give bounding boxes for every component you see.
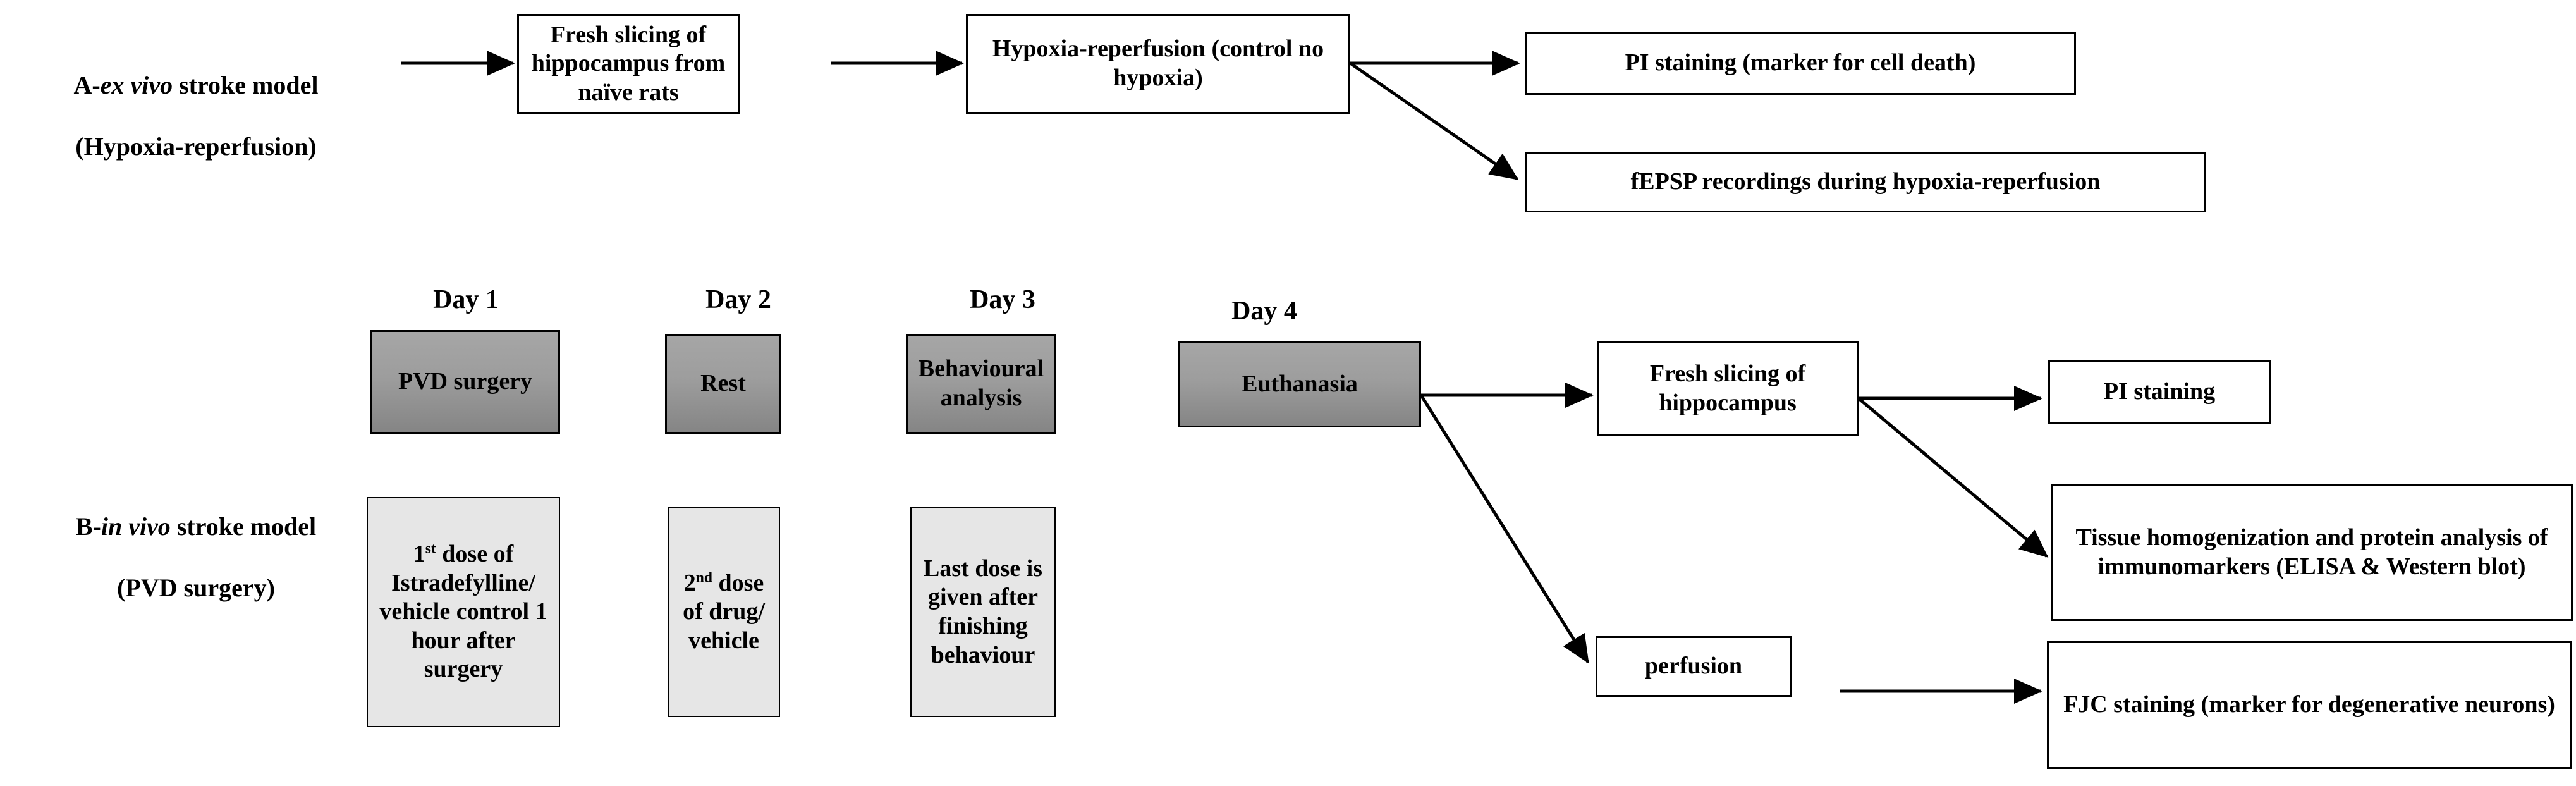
panel-a-italic: ex vivo (100, 70, 173, 99)
node-b-dose-1[interactable]: 1st dose of Istradefylline/ vehicle cont… (367, 497, 560, 727)
node-b-dose-2-label: 2nd dose of drug/ vehicle (674, 569, 774, 656)
node-b-rest[interactable]: Rest (665, 334, 781, 434)
day-label-3: Day 3 (970, 285, 1035, 314)
node-a-fepsp-recordings[interactable]: fEPSP recordings during hypoxia-reperfus… (1525, 152, 2206, 212)
dose-1-suffix: st (425, 540, 436, 557)
arrow-b-euthanasia-to-perfusion (1419, 394, 1590, 664)
dose-1-number: 1 (413, 541, 425, 568)
node-b-dose-3-label: Last dose is given after finishing behav… (924, 555, 1042, 668)
node-b-behavioural-analysis-label: Behavioural analysis (918, 355, 1044, 411)
node-b-dose-2[interactable]: 2nd dose of drug/ vehicle (668, 507, 780, 717)
node-b-pi-staining-label: PI staining (2103, 378, 2216, 405)
node-b-perfusion[interactable]: perfusion (1596, 636, 1792, 697)
node-b-dose-1-label: 1st dose of Istradefylline/ vehicle cont… (373, 540, 554, 684)
panel-a-prefix: A- (73, 70, 101, 99)
panel-b-rest: stroke model (170, 512, 317, 541)
arrow-a-hypoxia-to-fepsp (1349, 61, 1519, 181)
day-label-1: Day 1 (433, 285, 499, 314)
node-b-euthanasia[interactable]: Euthanasia (1178, 341, 1421, 427)
node-b-pvd-surgery-label: PVD surgery (398, 368, 533, 395)
node-b-perfusion-label: perfusion (1644, 653, 1743, 680)
panel-a-label-line1: A-ex vivo stroke model (74, 71, 319, 99)
node-b-dose-3[interactable]: Last dose is given after finishing behav… (910, 507, 1056, 717)
panel-b-label-line1: B-in vivo stroke model (76, 512, 316, 541)
dose-2-rest: dose of drug/ vehicle (683, 569, 765, 654)
node-b-fresh-slicing[interactable]: Fresh slicing of hippocampus (1597, 341, 1859, 436)
dose-2-number: 2 (683, 569, 696, 596)
arrow-b-slicing-to-tissue (1857, 397, 2049, 558)
node-b-fjc-staining[interactable]: FJC staining (marker for degenerative ne… (2047, 641, 2572, 769)
dose-2-suffix: nd (695, 568, 712, 586)
node-b-behavioural-analysis[interactable]: Behavioural analysis (906, 334, 1056, 434)
node-a-fresh-slicing-label: Fresh slicing of hippocampus from naïve … (531, 21, 726, 106)
panel-b-label-line2: (PVD surgery) (117, 574, 275, 603)
node-b-fjc-staining-label: FJC staining (marker for degenerative ne… (2063, 691, 2555, 718)
panel-a-label: A-ex vivo stroke model (Hypoxia-reperfus… (6, 39, 386, 163)
node-a-hypoxia-label: Hypoxia-reperfusion (control no hypoxia) (992, 35, 1324, 91)
panel-a-label-line2: (Hypoxia-reperfusion) (75, 132, 317, 161)
panel-a-rest: stroke model (173, 70, 319, 99)
node-a-pi-staining-label: PI staining (marker for cell death) (1625, 49, 1976, 77)
node-b-rest-label: Rest (700, 370, 746, 397)
day-label-2: Day 2 (705, 285, 771, 314)
panel-b-italic: in vivo (101, 512, 171, 541)
node-b-tissue-homogenization-label: Tissue homogenization and protein analys… (2075, 524, 2548, 580)
node-a-hypoxia-reperfusion[interactable]: Hypoxia-reperfusion (control no hypoxia) (966, 14, 1350, 114)
node-a-fresh-slicing[interactable]: Fresh slicing of hippocampus from naïve … (517, 14, 740, 114)
panel-b-prefix: B- (75, 512, 101, 541)
node-b-euthanasia-label: Euthanasia (1242, 371, 1358, 398)
node-a-fepsp-label: fEPSP recordings during hypoxia-reperfus… (1630, 168, 2101, 195)
node-b-tissue-homogenization[interactable]: Tissue homogenization and protein analys… (2051, 484, 2573, 621)
node-b-fresh-slicing-label: Fresh slicing of hippocampus (1649, 360, 1806, 416)
node-a-pi-staining[interactable]: PI staining (marker for cell death) (1525, 32, 2076, 95)
dose-1-rest: dose of Istradefylline/ vehicle control … (379, 541, 547, 683)
node-b-pi-staining[interactable]: PI staining (2048, 360, 2271, 424)
panel-b-label: B-in vivo stroke model (PVD surgery) (6, 481, 386, 604)
node-b-pvd-surgery[interactable]: PVD surgery (370, 330, 560, 434)
day-label-4: Day 4 (1231, 297, 1297, 326)
